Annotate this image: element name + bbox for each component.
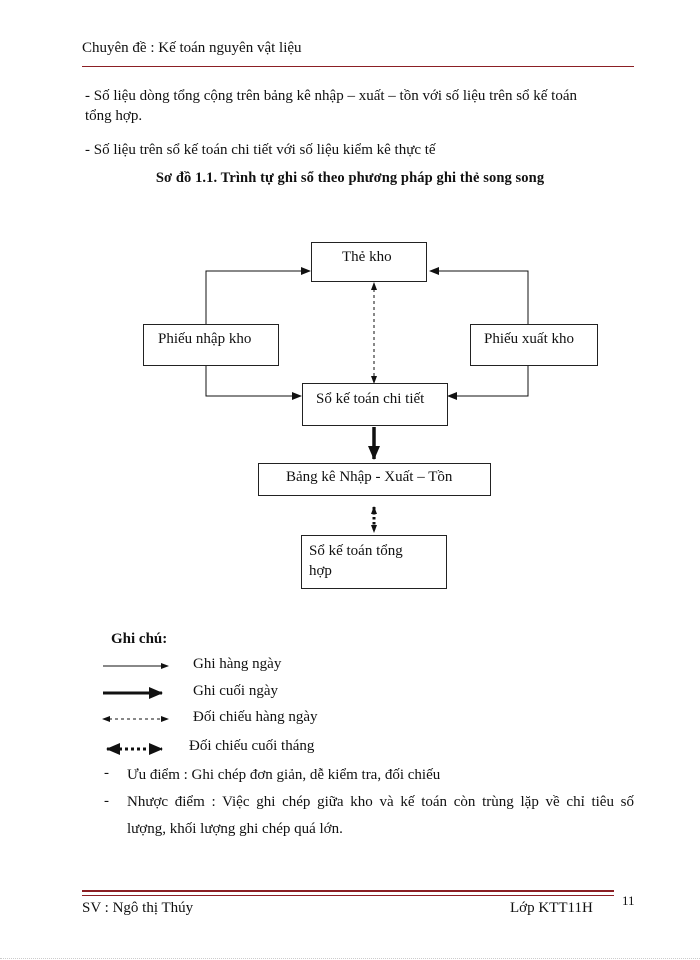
page-edge	[0, 958, 700, 959]
node-so-ke-toan-tong-hop: Sổ kế toán tổng hợp	[301, 535, 447, 589]
note-advantage: Ưu điểm : Ghi chép đơn giản, dễ kiểm tra…	[127, 767, 441, 783]
note-disadvantage-line-1: Nhược điểm : Việc ghi chép giữa kho và k…	[127, 794, 634, 810]
note-disadvantage-line-2: lượng, khối lượng ghi chép quá lớn.	[127, 821, 343, 837]
paragraph-2: - Số liệu trên sổ kế toán chi tiết với s…	[85, 142, 436, 158]
arrow-nhap-to-thekho	[205, 267, 311, 325]
node-phieu-nhap-kho: Phiếu nhập kho	[143, 324, 279, 366]
legend-title: Ghi chú:	[111, 631, 168, 647]
legend-label-doi-chieu-cuoi-thang: Đối chiếu cuối tháng	[189, 738, 315, 754]
node-so-tong-hop-line-2: hợp	[309, 563, 332, 579]
diagram-title: Sơ đồ 1.1. Trình tự ghi sổ theo phương p…	[155, 170, 545, 186]
footer-student: SV : Ngô thị Thúy	[82, 900, 194, 916]
node-the-kho: Thẻ kho	[311, 242, 427, 282]
node-the-kho-label: Thẻ kho	[342, 249, 392, 265]
arrow-xuat-to-thekho	[429, 267, 529, 325]
arrow-xuat-to-chitiet	[447, 366, 529, 400]
footer-class: Lớp KTT11H	[510, 900, 593, 916]
bullet-marker-disadvantage: -	[104, 793, 109, 809]
legend-label-doi-chieu-hang-ngay: Đối chiếu hàng ngày	[193, 709, 318, 725]
node-phieu-xuat-kho-label: Phiếu xuất kho	[484, 331, 574, 347]
page-header-title: Chuyên đề : Kế toán nguyên vật liệu	[82, 40, 302, 56]
bullet-marker-advantage: -	[104, 765, 109, 781]
page-number: 11	[622, 893, 635, 908]
paragraph-1-line-2: tổng hợp.	[85, 108, 143, 124]
node-so-tong-hop-line-1: Sổ kế toán tổng	[309, 543, 403, 559]
node-so-ke-toan-chi-tiet: Sổ kế toán chi tiết	[302, 383, 448, 426]
legend-label-ghi-hang-ngay: Ghi hàng ngày	[193, 656, 282, 672]
arrow-nhap-to-chitiet	[205, 366, 302, 400]
paragraph-1: - Số liệu dòng tổng cộng trên bảng kê nh…	[85, 86, 633, 126]
header-rule	[82, 66, 634, 67]
footer-rule-thick	[82, 890, 614, 892]
node-so-ke-toan-chi-tiet-label: Sổ kế toán chi tiết	[316, 391, 425, 407]
paragraph-1-line-1: - Số liệu dòng tổng cộng trên bảng kê nh…	[85, 88, 578, 104]
node-bang-ke-label: Bảng kê Nhập - Xuất – Tồn	[286, 469, 453, 485]
footer-rule-thin	[82, 895, 614, 896]
legend-label-ghi-cuoi-ngay: Ghi cuối ngày	[193, 683, 278, 699]
node-bang-ke-nhap-xuat-ton: Bảng kê Nhập - Xuất – Tồn	[258, 463, 491, 496]
node-phieu-nhap-kho-label: Phiếu nhập kho	[158, 331, 252, 347]
node-phieu-xuat-kho: Phiếu xuất kho	[470, 324, 598, 366]
